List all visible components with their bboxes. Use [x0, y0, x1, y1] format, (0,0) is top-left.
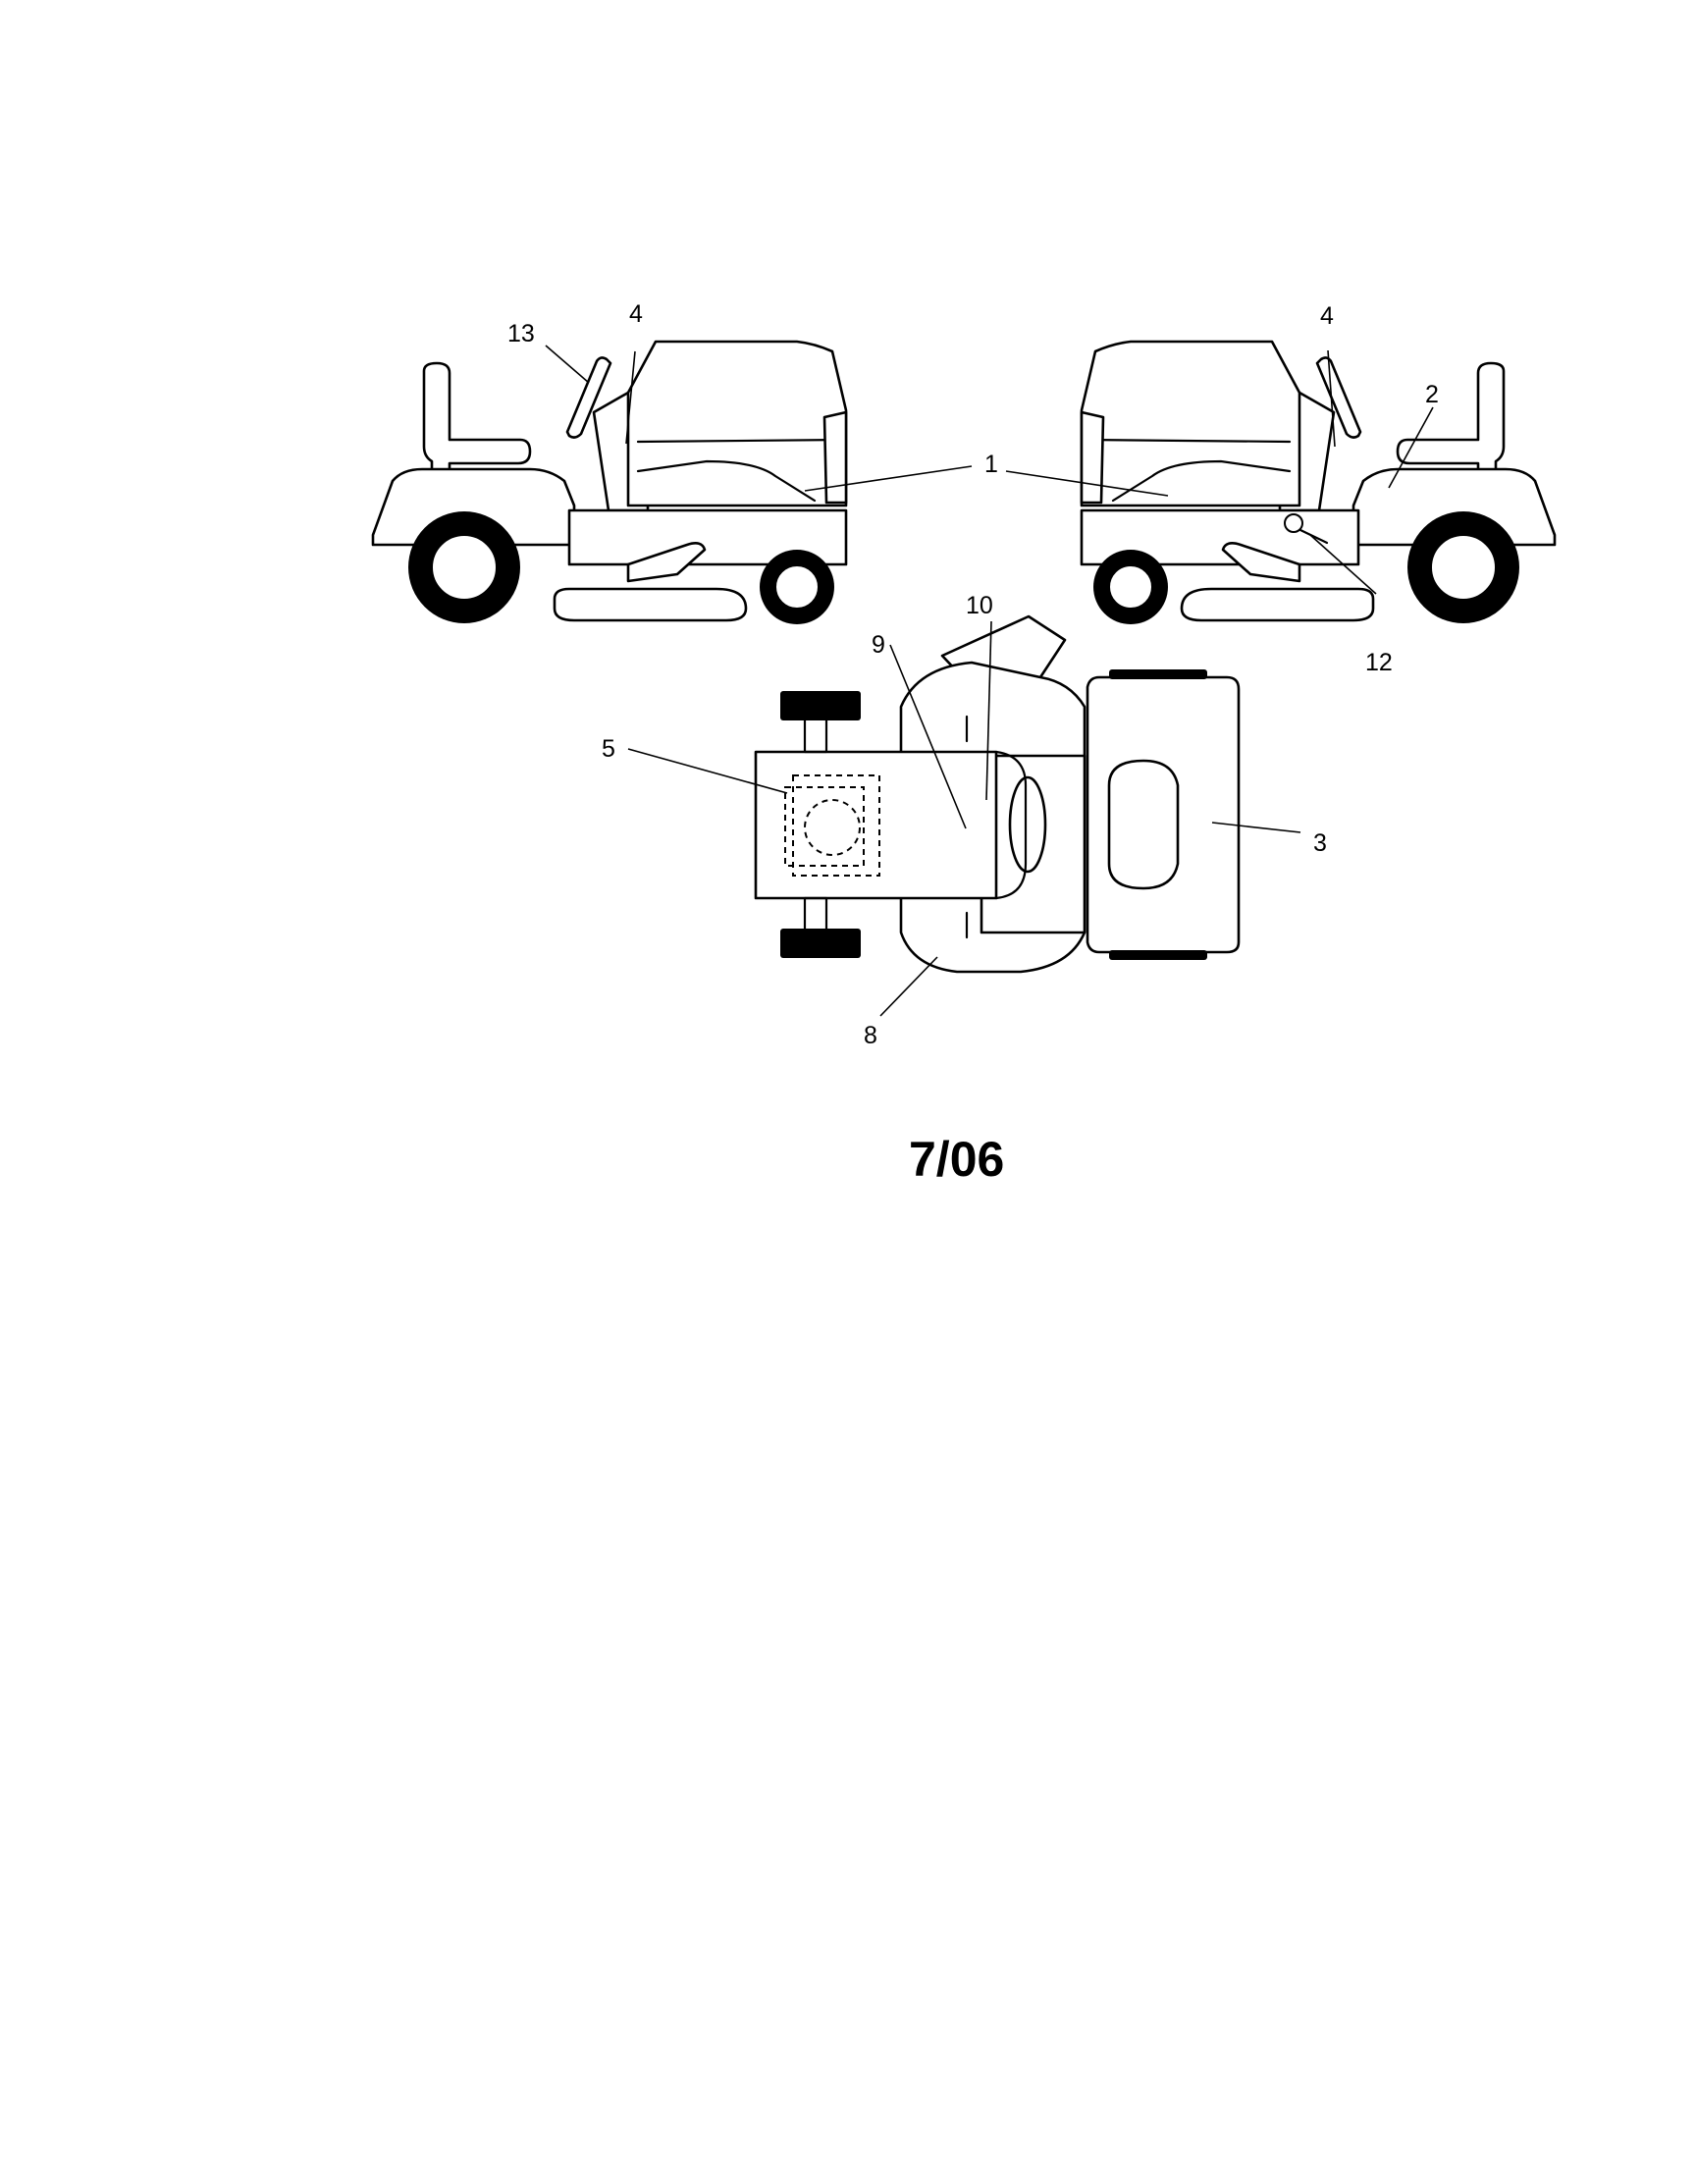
- hood-top-view: [754, 750, 998, 900]
- tractor-right-side-view: [1080, 340, 1557, 624]
- callout-13: 13: [507, 320, 535, 347]
- callout-8: 8: [864, 1022, 877, 1049]
- callout-1: 1: [984, 451, 998, 478]
- seat-top-view: [1107, 759, 1180, 890]
- chassis-left-view: [567, 508, 848, 566]
- rear-fender-left-view: [371, 467, 576, 547]
- callout-9: 9: [872, 631, 885, 659]
- callout-12: 12: [1365, 649, 1393, 676]
- callout-4-right: 4: [1320, 302, 1334, 330]
- callout-3: 3: [1313, 829, 1327, 857]
- tractor-left-side-view: [371, 340, 848, 624]
- seat-left-view: [422, 361, 532, 483]
- callout-2: 2: [1425, 381, 1439, 408]
- tractor-top-view: [754, 614, 1241, 974]
- callout-10: 10: [966, 592, 993, 619]
- lift-lever-knob: [1284, 513, 1303, 533]
- hood-left-view: [626, 340, 848, 507]
- front-tire-bottom: [780, 929, 861, 958]
- callout-4-left: 4: [629, 300, 643, 328]
- leader-lines: [545, 345, 1434, 1017]
- steering-wheel-left-view: [565, 356, 612, 439]
- mower-deck-left-view: [553, 587, 748, 622]
- steering-wheel-top-view: [1008, 775, 1047, 874]
- front-tire-top: [780, 691, 861, 720]
- callout-5: 5: [602, 735, 615, 763]
- date-code: 7/06: [909, 1132, 1004, 1187]
